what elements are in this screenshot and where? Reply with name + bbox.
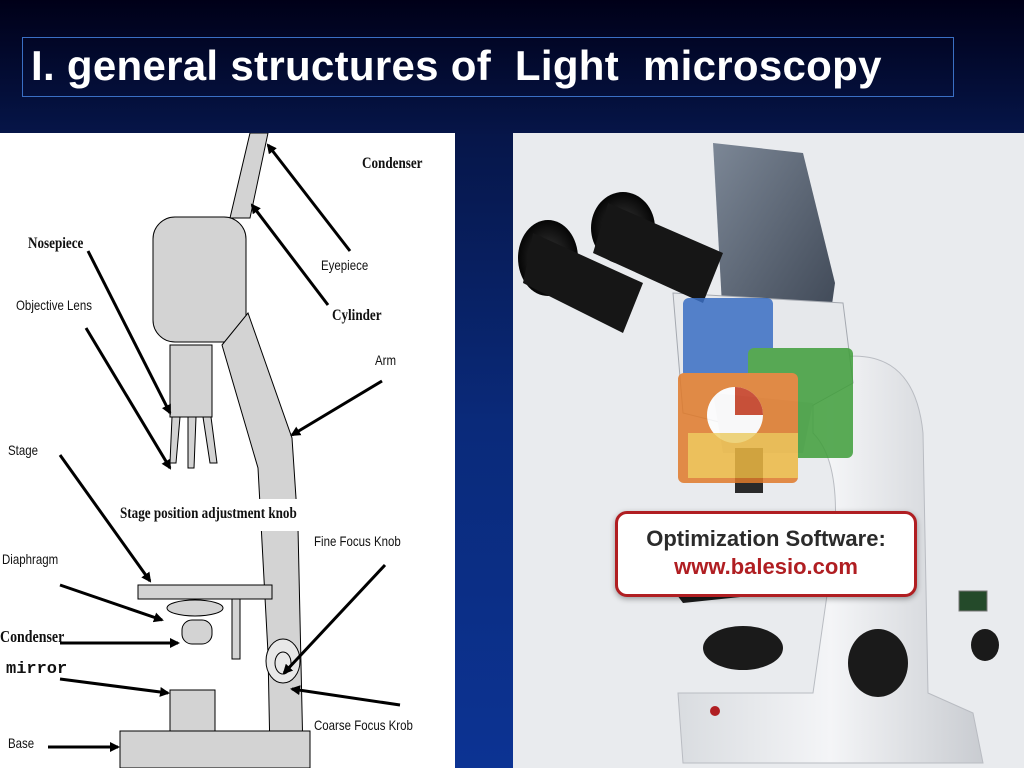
- slide-title-box: I. general structures of Light microscop…: [22, 37, 954, 97]
- base-shape: [119, 730, 311, 768]
- adjust-rod-shape: [231, 598, 241, 660]
- coarse-knob-inner: [274, 651, 292, 675]
- photo-coarse-knob: [848, 629, 908, 697]
- label-coarse-focus: Coarse Focus Krob: [314, 717, 413, 733]
- microscope-photo-art: [518, 143, 999, 764]
- microscope-diagram: Condenser Nosepiece Eyepiece Objective L…: [0, 133, 455, 768]
- label-objective-lens: Objective Lens: [16, 297, 92, 313]
- watermark-line2: www.balesio.com: [674, 554, 858, 579]
- arrow-fine-focus: [282, 563, 387, 675]
- slide-title: I. general structures of Light microscop…: [31, 42, 882, 89]
- label-arm: Arm: [375, 352, 397, 368]
- microscope-photo: Optimization Software: www.balesio.com: [513, 133, 1024, 768]
- label-nosepiece: Nosepiece: [28, 235, 84, 252]
- photo-condenser: [703, 626, 783, 670]
- objective-shape-1: [169, 416, 181, 464]
- label-condenser-top: Condenser: [362, 155, 423, 172]
- photo-display: [958, 590, 988, 612]
- eyepiece-tube-shape: [229, 133, 269, 219]
- label-eyepiece: Eyepiece: [321, 257, 369, 273]
- label-stage-knob: Stage position adjustment knob: [120, 505, 297, 522]
- head-shape: [152, 216, 247, 343]
- arrow-stage: [58, 454, 152, 583]
- microscope-drawing: [48, 133, 401, 768]
- label-cylinder: Cylinder: [332, 307, 382, 324]
- arrow-diaphragm: [59, 583, 164, 623]
- objective-shape-3: [202, 416, 218, 464]
- label-stage: Stage: [8, 442, 39, 458]
- knob-label-backdrop: [118, 499, 300, 531]
- condenser-ring-shape: [166, 599, 224, 617]
- label-condenser: Condenser: [0, 627, 65, 646]
- office-icons-overlay: [678, 298, 853, 483]
- condenser-shape: [181, 619, 213, 645]
- pillar-shape: [169, 689, 216, 733]
- objective-shape-2: [187, 416, 197, 469]
- label-base: Base: [8, 735, 35, 751]
- label-fine-focus: Fine Focus Knob: [314, 533, 401, 549]
- arrow-condenser-top: [266, 143, 352, 252]
- watermark-stamp: Optimization Software: www.balesio.com: [615, 511, 917, 597]
- stage-shape: [137, 584, 273, 600]
- arm-shape: [221, 311, 304, 756]
- arrow-coarse-focus: [290, 685, 401, 707]
- arrow-mirror: [59, 677, 170, 697]
- eyepieces: [518, 192, 723, 333]
- arrow-arm: [290, 379, 383, 437]
- nosepiece-shape: [169, 344, 213, 418]
- arrow-cylinder: [250, 203, 330, 306]
- arrow-nosepiece: [86, 250, 172, 415]
- photo-brand-dot: [710, 706, 720, 716]
- arrow-objective: [84, 327, 172, 470]
- camera-head: [713, 143, 835, 333]
- label-mirror: mirror: [6, 660, 68, 679]
- watermark-line1: Optimization Software:: [646, 526, 886, 551]
- label-diaphragm: Diaphragm: [2, 551, 59, 567]
- photo-fine-knob: [971, 629, 999, 661]
